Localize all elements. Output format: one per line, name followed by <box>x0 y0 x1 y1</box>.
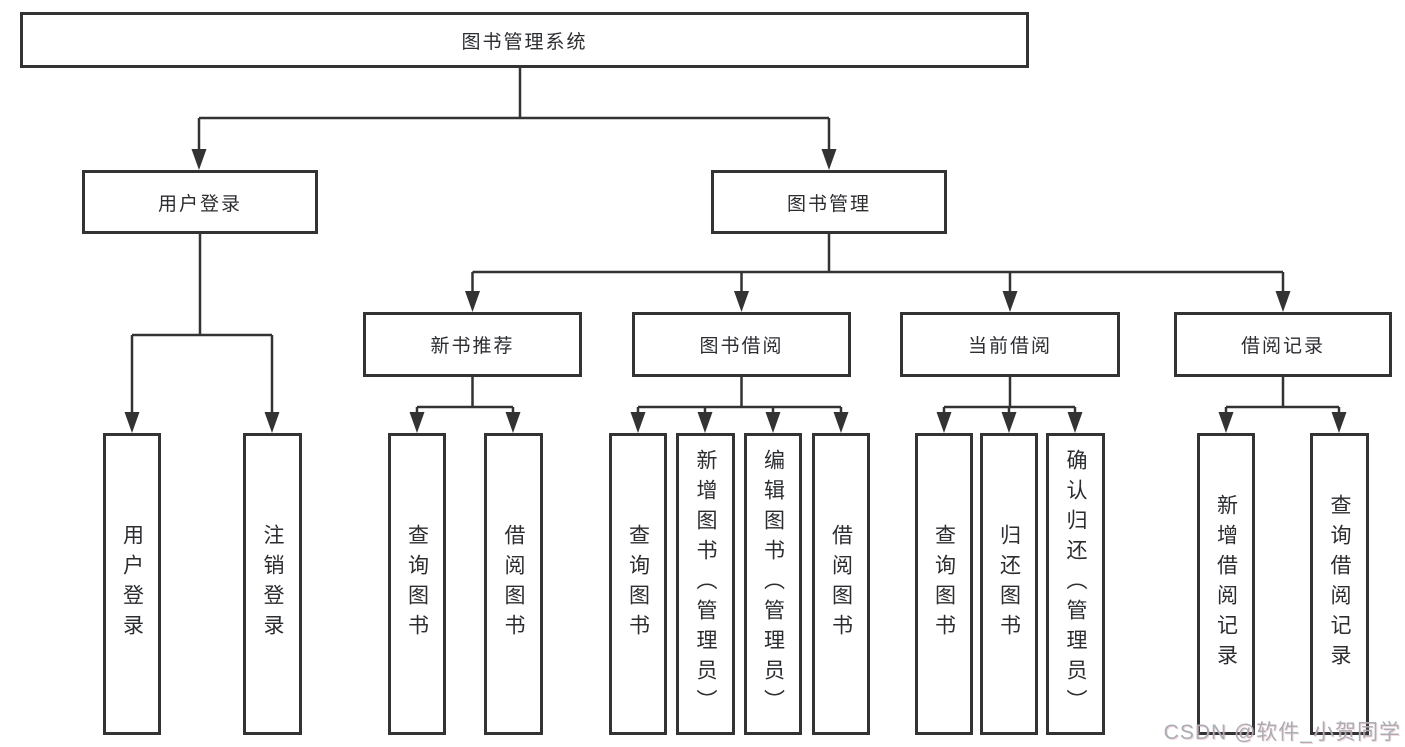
node-label: 借阅记录 <box>1240 336 1325 357</box>
node-book-management: 图书管理 <box>711 170 947 234</box>
connector-current-borrow-children <box>942 377 1077 416</box>
arrowhead-icon <box>409 412 425 433</box>
node-book-borrow: 图书借阅 <box>632 312 851 377</box>
connector-root-to-level2 <box>197 68 831 152</box>
node-user-login: 用户登录 <box>82 170 318 234</box>
arrowhead-icon <box>1275 291 1291 312</box>
arrowhead-icon <box>1218 412 1234 433</box>
node-label: 图书管理 <box>786 193 871 215</box>
leaf-query-books-current: 查询图书 <box>915 433 973 735</box>
arrowhead-icon <box>465 291 480 312</box>
node-label: 查询图书 <box>405 524 429 644</box>
node-label: 借阅图书 <box>502 524 525 644</box>
arrowhead-icon <box>1331 412 1347 433</box>
arrowhead-icon <box>1002 291 1018 312</box>
node-label: 确认归还（管理员） <box>1064 449 1087 719</box>
node-label: 注销登录 <box>261 524 284 644</box>
arrowhead-icon <box>833 412 849 433</box>
node-root-system: 图书管理系统 <box>20 12 1029 68</box>
arrowhead-icon <box>1067 412 1083 433</box>
node-label: 新增图书（管理员） <box>694 449 717 719</box>
leaf-add-borrow-record: 新增借阅记录 <box>1197 433 1255 735</box>
arrowhead-icon <box>191 149 207 170</box>
leaf-query-borrow-record: 查询借阅记录 <box>1310 433 1369 735</box>
node-label: 查询图书 <box>932 524 956 644</box>
arrowhead-icon <box>765 412 781 433</box>
arrowhead-icon <box>630 412 646 433</box>
connector-new-book-children <box>415 377 515 416</box>
node-borrow-records: 借阅记录 <box>1174 312 1392 377</box>
arrowhead-icon <box>505 412 521 433</box>
node-new-book-recommend: 新书推荐 <box>363 312 582 377</box>
node-label: 编辑图书（管理员） <box>761 449 785 719</box>
node-label: 查询图书 <box>626 524 650 644</box>
leaf-add-books-admin: 新增图书（管理员） <box>676 433 735 735</box>
leaf-edit-books-admin: 编辑图书（管理员） <box>744 433 802 735</box>
leaf-confirm-return-admin: 确认归还（管理员） <box>1046 433 1105 735</box>
node-label: 归还图书 <box>997 524 1021 644</box>
arrowhead-icon <box>821 149 837 170</box>
node-label: 新书推荐 <box>430 336 515 357</box>
node-label: 新增借阅记录 <box>1214 494 1238 674</box>
leaf-return-books: 归还图书 <box>980 433 1038 735</box>
node-label: 用户登录 <box>157 193 242 215</box>
leaf-logout: 注销登录 <box>243 433 302 735</box>
arrowhead-icon <box>124 412 140 433</box>
node-current-borrow: 当前借阅 <box>900 312 1120 377</box>
connector-user-login-children <box>130 234 274 416</box>
node-label: 借阅图书 <box>829 524 853 644</box>
connector-book-management-children <box>471 234 1285 295</box>
node-label: 查询借阅记录 <box>1328 494 1351 674</box>
leaf-query-books-recommend: 查询图书 <box>388 433 446 735</box>
watermark-text: CSDN @软件_小贺同学 <box>1163 721 1401 744</box>
connector-book-borrow-children <box>636 377 843 416</box>
node-label: 用户登录 <box>120 524 144 644</box>
arrowhead-icon <box>734 291 749 312</box>
connector-borrow-records-children <box>1224 377 1341 416</box>
connector-edges <box>130 68 1341 416</box>
arrowhead-icon <box>264 412 280 433</box>
node-label: 图书借阅 <box>699 336 784 357</box>
leaf-borrow-books: 借阅图书 <box>812 433 870 735</box>
node-label: 当前借阅 <box>967 336 1052 357</box>
arrowhead-icon <box>1001 412 1017 433</box>
leaf-query-books-borrow: 查询图书 <box>609 433 667 735</box>
node-label: 图书管理系统 <box>461 31 588 53</box>
leaf-borrow-books-recommend: 借阅图书 <box>484 433 543 735</box>
arrowhead-icon <box>697 412 713 433</box>
leaf-user-login: 用户登录 <box>103 433 161 735</box>
connector-arrowheads <box>124 149 1347 433</box>
arrowhead-icon <box>936 412 952 433</box>
